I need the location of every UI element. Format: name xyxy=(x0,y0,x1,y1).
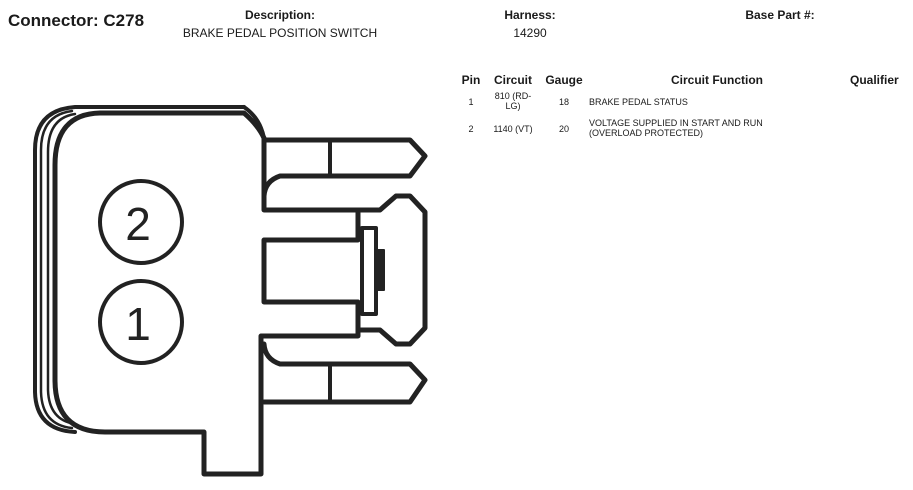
row-gauge: 18 xyxy=(558,97,569,107)
row-circuit-function: BRAKE PEDAL STATUS xyxy=(589,97,688,107)
housing-outer-wall xyxy=(33,105,246,434)
housing-wall-2 xyxy=(39,109,74,430)
row-circuit-function: VOLTAGE SUPPLIED IN START AND RUN (OVERL… xyxy=(589,118,763,138)
col-header-qualifier: Qualifier xyxy=(850,73,899,87)
upper-latch-tab xyxy=(261,137,428,199)
pin-2-label: 2 xyxy=(125,198,151,250)
col-header-pin: Pin xyxy=(461,73,481,87)
pin-2-cavity xyxy=(98,179,184,265)
housing-body xyxy=(52,110,361,477)
row-circuit: 810 (RD- LG) xyxy=(494,91,532,111)
row-pin: 1 xyxy=(468,97,474,107)
col-header-circuit: Circuit xyxy=(493,73,532,87)
housing-top-bevel xyxy=(242,105,266,140)
housing-wall-3 xyxy=(46,112,77,426)
row-pin: 2 xyxy=(468,124,474,134)
row-gauge: 20 xyxy=(558,124,569,134)
description-value: BRAKE PEDAL POSITION SWITCH xyxy=(182,26,378,40)
pin-1-cavity xyxy=(98,279,184,365)
connector-title: Connector: C278 xyxy=(8,11,144,31)
row-circuit: 1140 (VT) xyxy=(493,124,533,134)
col-header-circuit-function: Circuit Function xyxy=(671,73,763,87)
lock-latch-inner xyxy=(360,226,378,316)
lower-latch-tab xyxy=(261,341,428,405)
base-part-label: Base Part #: xyxy=(745,8,815,22)
pin-1-label: 1 xyxy=(125,298,151,350)
lock-latch xyxy=(355,193,428,347)
harness-value: 14290 xyxy=(513,26,547,40)
connector-id: C278 xyxy=(103,11,145,30)
description-label: Description: xyxy=(244,8,315,22)
col-header-gauge: Gauge xyxy=(545,73,583,87)
lock-latch-button xyxy=(375,249,385,291)
connector-label: Connector: xyxy=(8,11,99,30)
harness-label: Harness: xyxy=(504,8,556,22)
